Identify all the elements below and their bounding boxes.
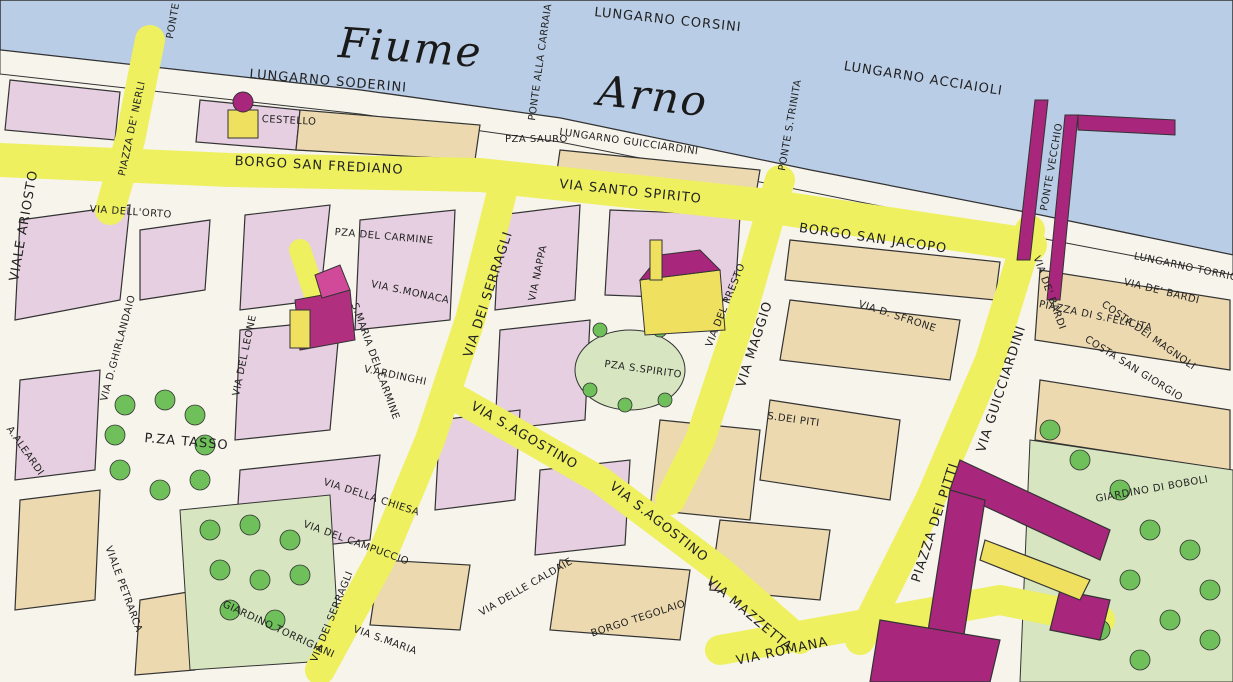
trees <box>104 322 1221 671</box>
city-blocks-tan <box>14 109 1231 676</box>
streets <box>0 25 1115 682</box>
label-pza-sauro: PZA SAURO <box>505 134 568 145</box>
river-word-fiume: Fiume <box>336 18 485 77</box>
church-santo-spirito <box>638 239 726 336</box>
church-carmine <box>289 264 356 351</box>
lungarno-strip <box>0 49 1233 276</box>
river-word-arno: Arno <box>595 66 711 127</box>
vasari-corridor <box>1016 99 1176 301</box>
church-cestello <box>227 91 259 139</box>
palazzo-pitti <box>869 459 1111 682</box>
